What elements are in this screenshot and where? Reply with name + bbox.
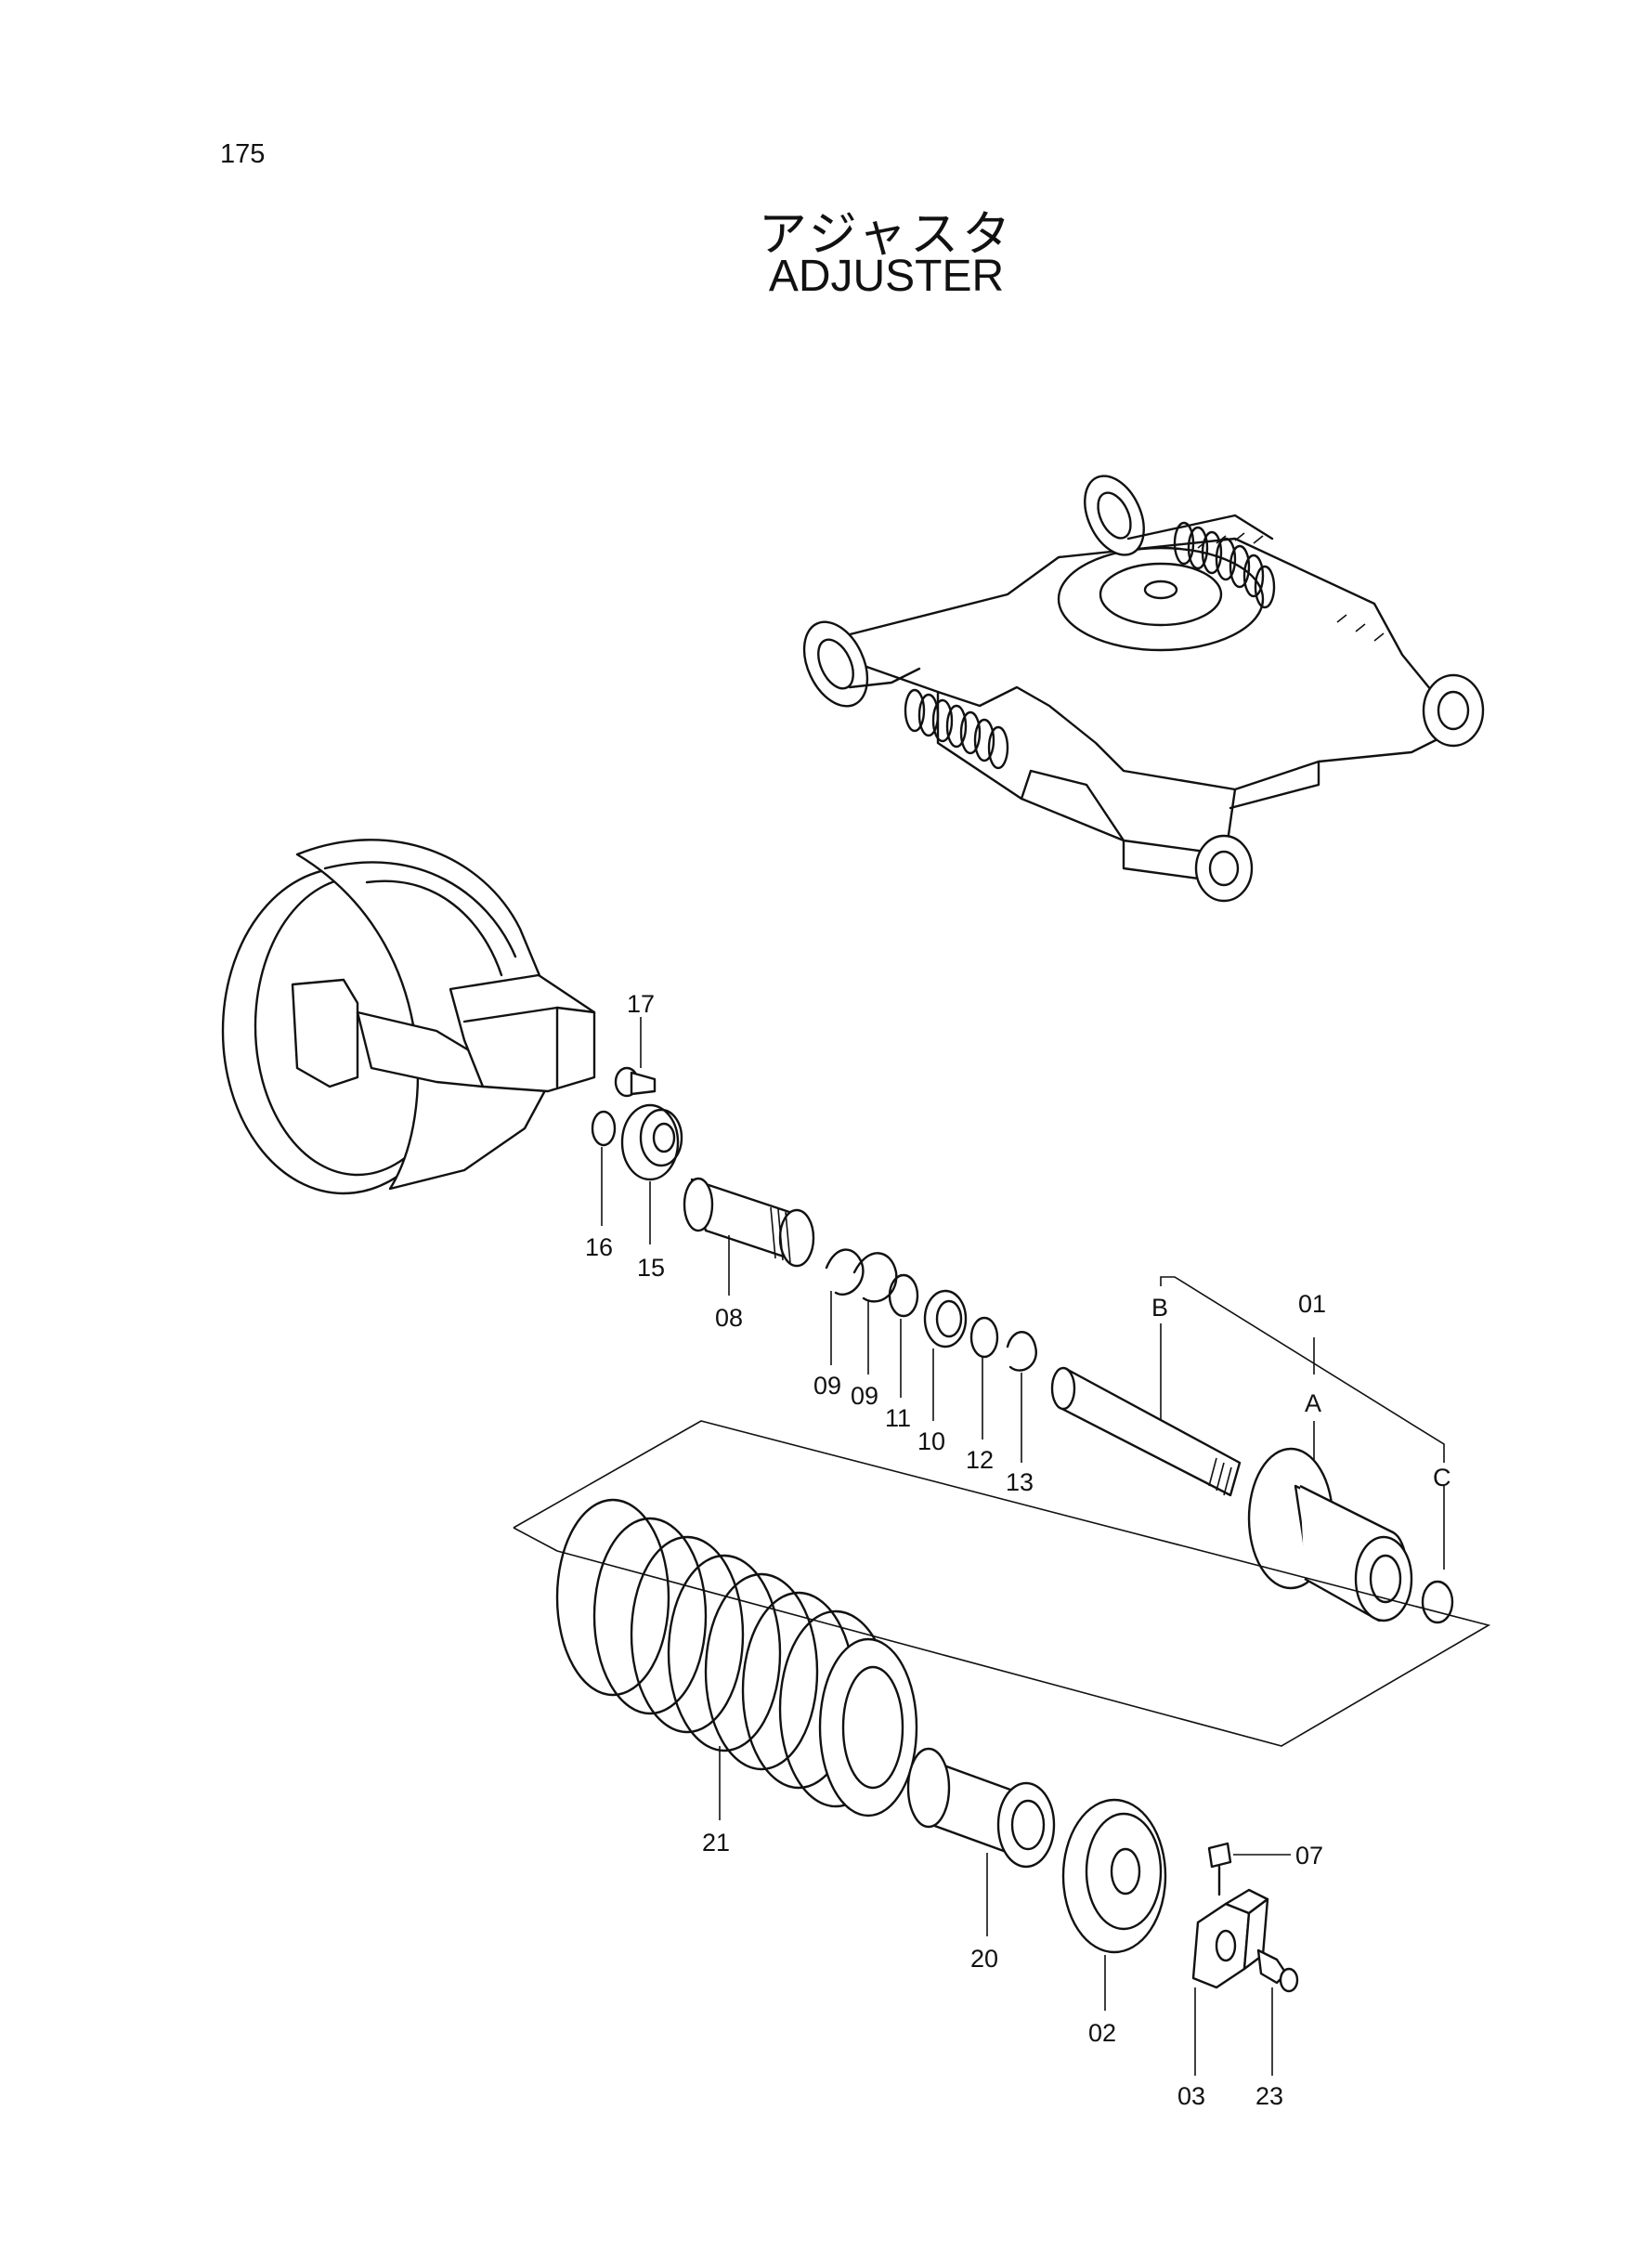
callout-16: 16 <box>585 1233 613 1261</box>
undercarriage-frame-illustration <box>802 475 1485 903</box>
title-japanese: アジャスタ <box>758 207 1015 263</box>
callout-13: 13 <box>1006 1468 1034 1496</box>
part-21-recoil-spring <box>555 1498 918 1820</box>
part-09-snap-ring-b <box>852 1252 898 1303</box>
part-01-cylinder-assembly <box>1050 1276 1454 1624</box>
callout-01: 01 <box>1298 1290 1326 1318</box>
part-23-grease-fitting <box>1256 1948 1299 2076</box>
part-07-bolt <box>1207 1842 1291 1896</box>
part-11-ring <box>888 1273 919 1318</box>
part-08-piston-rod <box>683 1177 815 1296</box>
callout-07: 07 <box>1295 1842 1323 1870</box>
part-03-valve-block <box>1191 1888 1269 2076</box>
callout-09-a: 09 <box>813 1372 841 1400</box>
part-09-snap-ring-a <box>825 1248 865 1296</box>
callout-12: 12 <box>966 1446 994 1474</box>
callout-ref-a: A <box>1305 1389 1321 1417</box>
part-16-o-ring <box>591 1110 617 1147</box>
page-number: 175 <box>220 139 266 169</box>
part-02-bracket <box>1061 1798 1167 2011</box>
callout-03: 03 <box>1177 2082 1205 2110</box>
callout-11: 11 <box>885 1404 911 1432</box>
callout-21: 21 <box>702 1829 730 1857</box>
callout-08: 08 <box>715 1304 743 1332</box>
callout-ref-b: B <box>1151 1294 1168 1322</box>
callout-17: 17 <box>627 990 655 1018</box>
part-10-seal <box>923 1289 968 1421</box>
front-idler-wheel-illustration <box>221 839 596 1195</box>
callout-20: 20 <box>970 1945 998 1973</box>
part-17-bolt <box>614 1017 657 1098</box>
part-15-flange <box>620 1103 683 1244</box>
callout-09-b: 09 <box>851 1382 878 1410</box>
callout-10: 10 <box>917 1427 945 1455</box>
part-12-ring <box>969 1316 999 1359</box>
part-20-spacer <box>906 1747 1056 1936</box>
title-english: ADJUSTER <box>768 252 1005 301</box>
callout-15: 15 <box>637 1254 665 1282</box>
callout-23: 23 <box>1255 2082 1283 2110</box>
part-13-snap-ring <box>1006 1331 1037 1372</box>
spring-assembly-bracket <box>513 1420 1491 1747</box>
callout-ref-c: C <box>1433 1464 1451 1492</box>
callout-02: 02 <box>1088 2019 1116 2047</box>
